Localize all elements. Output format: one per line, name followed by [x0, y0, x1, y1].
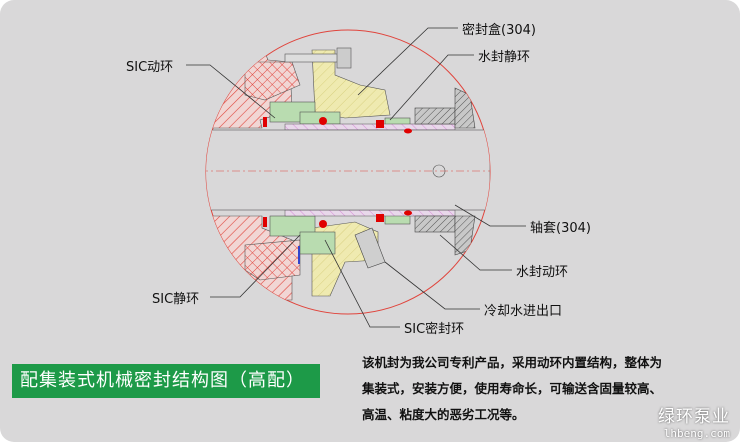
label-water-rotating-ring: 水封动环 [516, 265, 569, 280]
description-line: 该机封为我公司专利产品，采用动环内置结构，整体为 [362, 355, 663, 370]
title-banner: 配集装式机械密封结构图（高配） [12, 364, 320, 398]
label-shaft-sleeve: 轴套(304) [530, 221, 591, 236]
label-sic-stationary-ring: SIC静环 [152, 292, 200, 307]
description: 该机封为我公司专利产品，采用动环内置结构，整体为 集装式，安装方便，使用寿命长，… [362, 350, 732, 428]
label-cooling-port: 冷却水进出口 [484, 304, 563, 319]
label-seal-box: 密封盒(304) [462, 23, 536, 38]
watermark-site: lhbeng.com [663, 427, 730, 440]
description-line: 集装式，安装方便，使用寿命长，可输送含固量较高、 [362, 381, 663, 396]
description-line: 高温、粘度大的恶劣工况等。 [362, 407, 525, 422]
label-sic-seal-ring: SIC密封环 [404, 322, 465, 337]
watermark-name: 绿环泵业 [658, 407, 730, 427]
label-sic-rotating-ring: SIC动环 [126, 60, 174, 75]
watermark: 绿环泵业 lhbeng.com [658, 402, 730, 440]
label-water-stationary-ring: 水封静环 [478, 50, 531, 65]
